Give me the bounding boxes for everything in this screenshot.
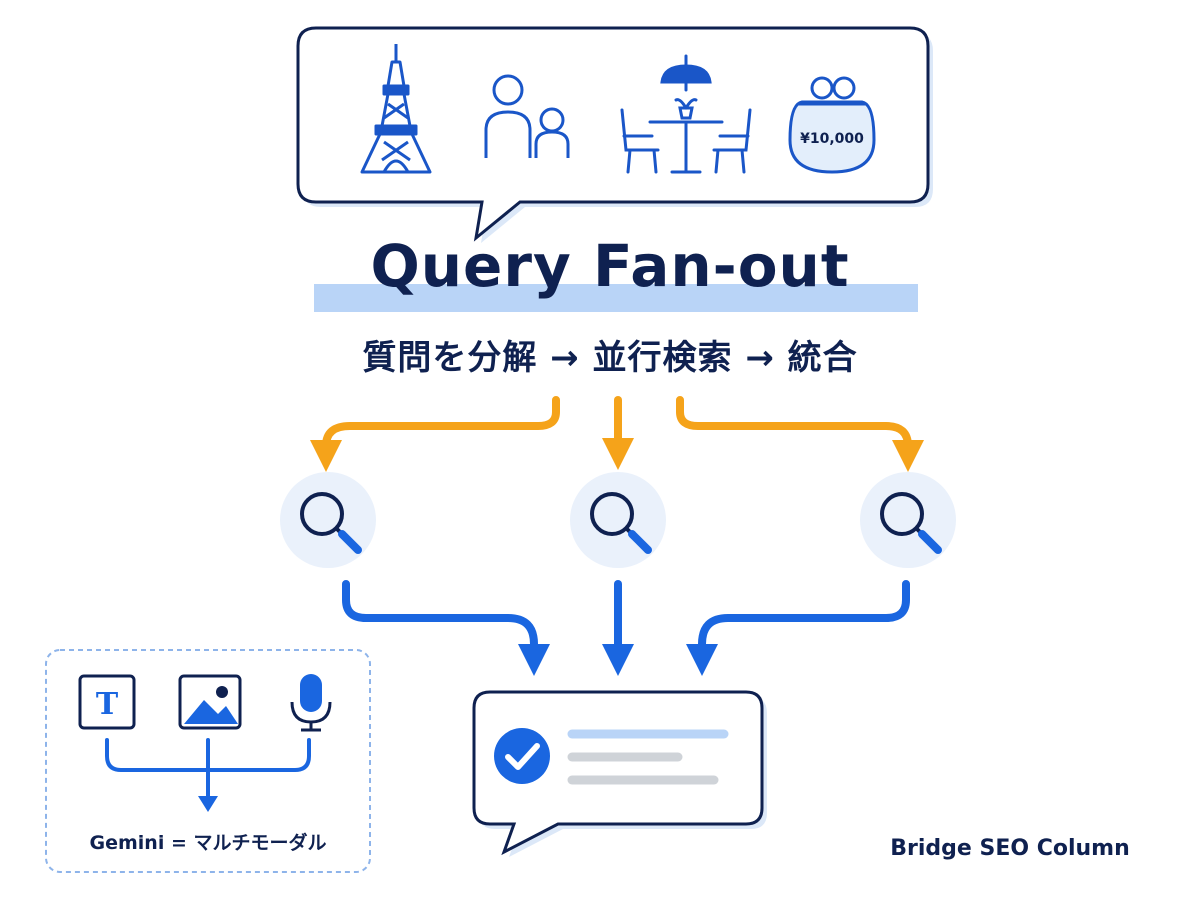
merge-arrow-right xyxy=(686,580,910,676)
tower-icon xyxy=(360,44,432,174)
search-node-center[interactable] xyxy=(570,472,666,568)
multimodal-label: Gemini = マルチモーダル xyxy=(89,832,327,854)
people-icon xyxy=(484,74,570,158)
search-icon xyxy=(300,492,362,554)
coin-purse-icon xyxy=(788,76,876,174)
process-subtitle: 質問を分解 → 並行検索 → 統合 xyxy=(362,338,858,378)
svg-text:T: T xyxy=(96,687,119,722)
microphone-icon xyxy=(290,674,332,732)
merge-arrows xyxy=(342,580,910,676)
search-icon xyxy=(880,492,942,554)
search-node-right[interactable] xyxy=(860,472,956,568)
fan-out-arrows xyxy=(310,396,924,472)
merge-arrow-left xyxy=(342,580,550,676)
cafe-table-icon xyxy=(620,54,752,174)
price-label: ¥10,000 xyxy=(800,131,864,147)
image-icon xyxy=(178,674,242,730)
multimodal-box: T xyxy=(45,649,371,873)
query-bubble xyxy=(296,26,933,243)
fan-out-arrow-left xyxy=(310,396,560,472)
text-icon: T xyxy=(78,674,136,730)
multimodal-connector xyxy=(105,738,311,802)
page-title: Query Fan-out xyxy=(370,232,850,300)
search-node-left[interactable] xyxy=(280,472,376,568)
result-panel xyxy=(472,690,767,857)
footer-credit: Bridge SEO Column xyxy=(890,836,1130,861)
search-icon xyxy=(590,492,652,554)
fan-out-arrow-right xyxy=(676,396,924,472)
title-highlight xyxy=(314,284,918,312)
check-circle-icon xyxy=(494,728,550,784)
